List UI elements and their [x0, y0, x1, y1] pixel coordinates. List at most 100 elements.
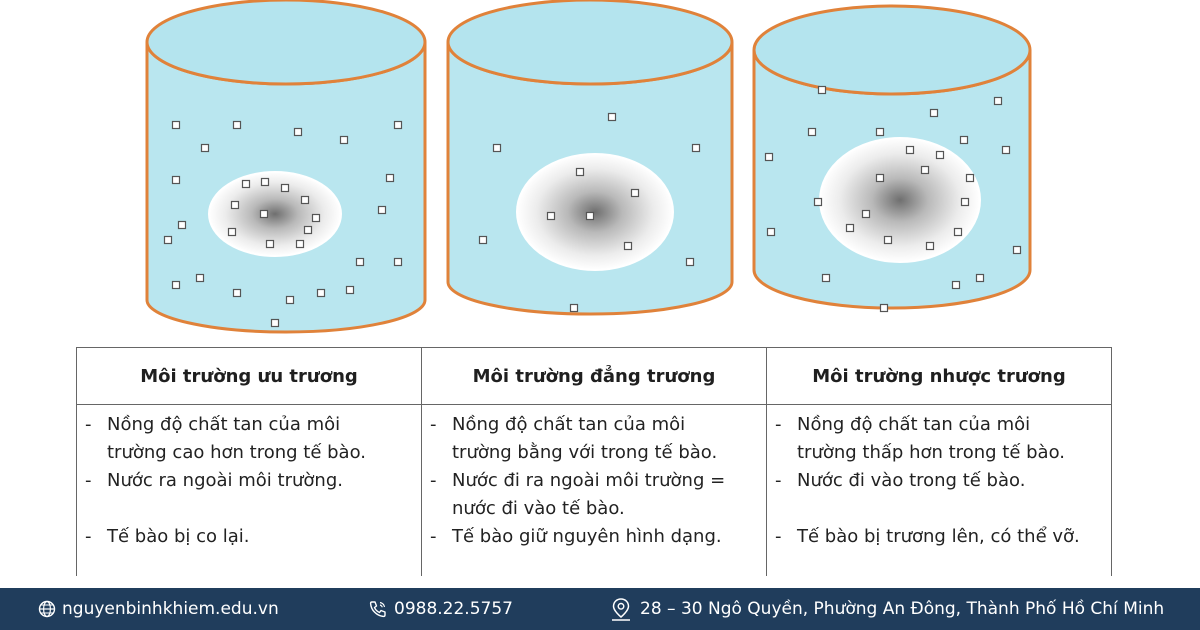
phone-text: 0988.22.5757	[394, 599, 513, 619]
beaker-hypotonic	[752, 4, 1032, 313]
solute-particle	[569, 303, 579, 313]
bullet-item: -Nước đi vào trong tế bào.	[775, 467, 1103, 495]
solute-particle	[905, 145, 915, 155]
bullet-dash: -	[430, 414, 437, 435]
solute-particle	[575, 167, 585, 177]
header-hypertonic: Môi trường ưu trương	[76, 347, 422, 405]
bullet-dash: -	[85, 470, 92, 491]
solute-particle	[993, 96, 1003, 106]
website-text: nguyenbinhkhiem.edu.vn	[62, 599, 279, 619]
solute-particle	[766, 227, 776, 237]
globe-icon	[38, 600, 56, 618]
bullet-dash: -	[85, 414, 92, 435]
solute-particle	[960, 197, 970, 207]
solute-particle	[339, 135, 349, 145]
bullet-continuation: trường bằng với trong tế bào.	[452, 442, 718, 463]
header-isotonic: Môi trường đẳng trương	[421, 347, 767, 405]
solute-particle	[316, 288, 326, 298]
solute-particle	[163, 235, 173, 245]
cell	[516, 153, 674, 271]
footer-phone[interactable]: 0988.22.5757	[368, 588, 513, 630]
solute-particle	[227, 227, 237, 237]
footer-website[interactable]: nguyenbinhkhiem.edu.vn	[38, 588, 279, 630]
solute-particle	[821, 273, 831, 283]
bullet-text: Tế bào bị trương lên, có thể vỡ.	[797, 526, 1080, 547]
solute-particle	[303, 225, 313, 235]
line-gap	[85, 495, 413, 523]
osmosis-diagram	[145, 0, 1032, 334]
solute-particle	[623, 241, 633, 251]
solute-particle	[377, 205, 387, 215]
solute-particle	[241, 179, 251, 189]
solute-particle	[953, 227, 963, 237]
bullet-dash: -	[775, 470, 782, 491]
bullet-dash: -	[775, 526, 782, 547]
beaker-rim	[145, 0, 427, 86]
solute-particle	[929, 108, 939, 118]
solute-particle	[177, 220, 187, 230]
solute-particle	[879, 303, 889, 313]
bullet-item: -Tế bào bị trương lên, có thể vỡ.	[775, 523, 1103, 551]
solute-particle	[265, 239, 275, 249]
solute-particle	[861, 209, 871, 219]
solute-particle	[492, 143, 502, 153]
solute-particle	[817, 85, 827, 95]
bullet-text: Nước đi ra ngoài môi trường =	[452, 470, 726, 491]
bullet-text: Nồng độ chất tan của môi	[797, 414, 1031, 435]
solute-particle	[959, 135, 969, 145]
bullet-text: Nồng độ chất tan của môi	[107, 414, 341, 435]
bullet-text: Tế bào giữ nguyên hình dạng.	[452, 526, 722, 547]
solute-particle	[345, 285, 355, 295]
solute-particle	[807, 127, 817, 137]
bullet-item: -Nước ra ngoài môi trường.	[85, 467, 413, 495]
cell-isotonic: -Nồng độ chất tan của môi trường bằng với…	[421, 404, 767, 576]
bullet-text: Nồng độ chất tan của môi	[452, 414, 686, 435]
phone-icon	[369, 601, 386, 618]
solute-particle	[875, 173, 885, 183]
cell	[208, 171, 342, 257]
beaker-hypertonic	[145, 0, 427, 334]
solute-particle	[630, 188, 640, 198]
bullet-item: -Nước đi ra ngoài môi trường =	[430, 467, 758, 495]
bullet-item: -Tế bào bị co lại.	[85, 523, 413, 551]
solute-particle	[845, 223, 855, 233]
solute-particle	[280, 183, 290, 193]
beaker-isotonic	[446, 0, 734, 316]
solute-particle	[259, 209, 269, 219]
solute-particle	[975, 273, 985, 283]
bullet-item: -Nồng độ chất tan của môi	[430, 411, 758, 439]
location-pin-icon	[612, 598, 630, 621]
beaker-rim	[446, 0, 734, 86]
address-text: 28 – 30 Ngô Quyền, Phường An Đông, Thành…	[640, 599, 1165, 619]
bullet-text: Tế bào bị co lại.	[107, 526, 250, 547]
solute-particle	[293, 127, 303, 137]
solute-particle	[764, 152, 774, 162]
line-gap	[775, 495, 1103, 523]
solute-particle	[393, 120, 403, 130]
solute-particle	[232, 120, 242, 130]
bullet-continuation: nước đi vào tế bào.	[452, 498, 625, 519]
solute-particle	[195, 273, 205, 283]
solute-particle	[300, 195, 310, 205]
bullet-item: -Nồng độ chất tan của môi	[85, 411, 413, 439]
solute-particle	[925, 241, 935, 251]
bullet-text: Nước đi vào trong tế bào.	[797, 470, 1026, 491]
bullet-item: -Nồng độ chất tan của môi	[775, 411, 1103, 439]
solute-particle	[270, 318, 280, 328]
solute-particle	[393, 257, 403, 267]
footer-address[interactable]: 28 – 30 Ngô Quyền, Phường An Đông, Thành…	[608, 588, 1164, 630]
solute-particle	[171, 280, 181, 290]
comparison-table: Môi trường ưu trương Môi trường đẳng trư…	[76, 347, 1112, 576]
solute-particle	[920, 165, 930, 175]
solute-particle	[171, 120, 181, 130]
solute-particle	[1012, 245, 1022, 255]
solute-particle	[607, 112, 617, 122]
bullet-text: Nước ra ngoài môi trường.	[107, 470, 343, 491]
solute-particle	[295, 239, 305, 249]
bullet-continuation: trường cao hơn trong tế bào.	[107, 442, 367, 463]
solute-particle	[585, 211, 595, 221]
solute-particle	[951, 280, 961, 290]
solute-particle	[311, 213, 321, 223]
solute-particle	[883, 235, 893, 245]
bullet-continuation: trường thấp hơn trong tế bào.	[797, 442, 1065, 463]
